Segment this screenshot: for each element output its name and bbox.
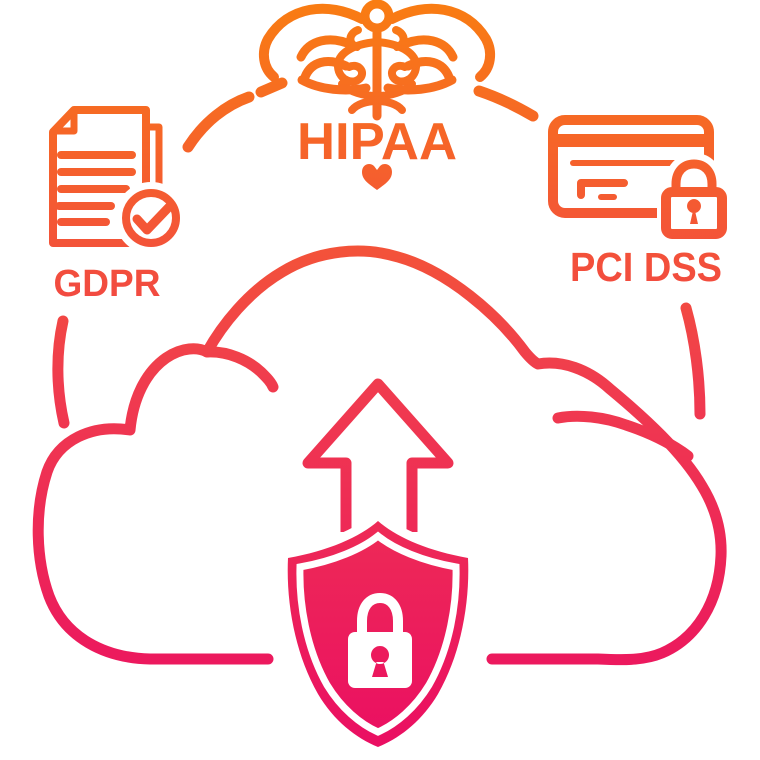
upload-arrow-icon: [302, 378, 454, 532]
connector-gdpr-hipaa-dash: [255, 77, 288, 98]
shield-lock-icon: [278, 512, 478, 756]
check-mark: [132, 202, 174, 235]
cloud-icon: [32, 245, 727, 666]
document-back-sheet: [144, 123, 163, 193]
cloud-left-fold: [201, 346, 279, 393]
document-text-lines: [55, 151, 136, 226]
card-padlock-shackle: [671, 159, 717, 197]
document-check-icon: [49, 106, 187, 254]
document-fold-corner: [51, 108, 78, 135]
cloud-right-fold: [552, 410, 694, 462]
padlock-icon: [348, 592, 412, 688]
caduceus-icon: [258, 0, 496, 190]
connector-arcs: [52, 77, 706, 429]
connector-gdpr-cloud: [52, 315, 70, 429]
padlock-keyhole: [371, 646, 390, 677]
caduceus-tail-tip: [362, 164, 392, 190]
hipaa-label: HIPAA: [297, 113, 457, 171]
gdpr-label: GDPR: [54, 263, 161, 305]
card-padlock: [657, 153, 731, 243]
cloud-outline: [32, 245, 727, 666]
caduceus-snakes: [334, 26, 420, 114]
connector-gdpr-hipaa: [182, 91, 255, 153]
check-circle: [122, 189, 180, 247]
caduceus-left-wing: [258, 3, 371, 95]
padlock-shackle: [357, 592, 403, 636]
pci-dss-label: PCI DSS: [570, 244, 722, 290]
card-bracket: [577, 179, 628, 199]
card-stripe: [558, 134, 704, 147]
shield-inner-ring: [296, 531, 460, 736]
card-padlock-keyhole: [687, 199, 702, 224]
credit-card-lock-icon: [548, 115, 731, 243]
connector-hipaa-pci: [473, 85, 539, 122]
connector-pci-cloud: [680, 302, 706, 420]
